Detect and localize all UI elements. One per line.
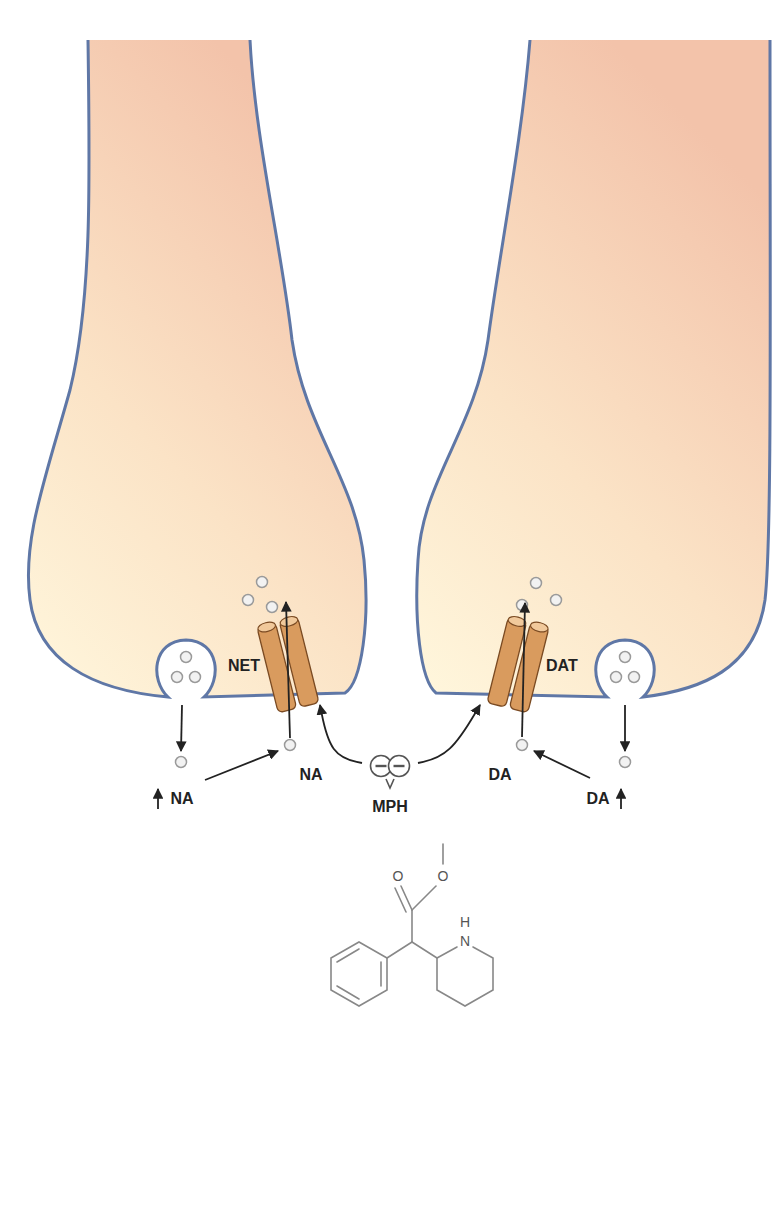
flow-arrows <box>158 705 625 809</box>
presynaptic-terminal <box>28 40 366 697</box>
transporter-protein <box>487 615 550 713</box>
atom-label: O <box>392 869 405 884</box>
methylphenidate-structure <box>331 844 493 1006</box>
transmitter-label: NA <box>169 790 194 808</box>
transporter: NET <box>228 600 320 725</box>
label-anchor: H <box>459 913 471 931</box>
atom-label: H <box>459 915 471 930</box>
label-anchor: DA <box>585 790 610 808</box>
label-anchor: O <box>437 867 450 885</box>
label-anchor: NA <box>169 790 194 808</box>
transporter: DAT <box>480 600 592 725</box>
atom-label: O <box>437 869 450 884</box>
drug-icon <box>371 756 410 789</box>
inhibition-arrow <box>418 705 480 763</box>
node-shape <box>362 748 418 830</box>
transmitter-label: DA <box>585 790 610 808</box>
drug-label: MPH <box>372 798 408 816</box>
presynaptic-terminal <box>417 40 770 697</box>
transport-arrow <box>286 602 290 738</box>
label-anchor: DA <box>487 766 512 784</box>
drug-molecule: MPH <box>362 748 418 830</box>
atom-label: N <box>459 934 471 949</box>
transport-arrow <box>522 603 525 737</box>
transmitter-label: DA <box>487 766 512 784</box>
label-anchor: O <box>392 867 405 885</box>
label-anchor: NA <box>298 766 323 784</box>
label-anchor: N <box>459 932 471 950</box>
transporter-label: DAT <box>546 657 578 675</box>
vesicles <box>172 577 640 683</box>
inhibition-arrow <box>320 705 362 763</box>
transmitter-label: NA <box>298 766 323 784</box>
transporter-label: NET <box>228 657 260 675</box>
